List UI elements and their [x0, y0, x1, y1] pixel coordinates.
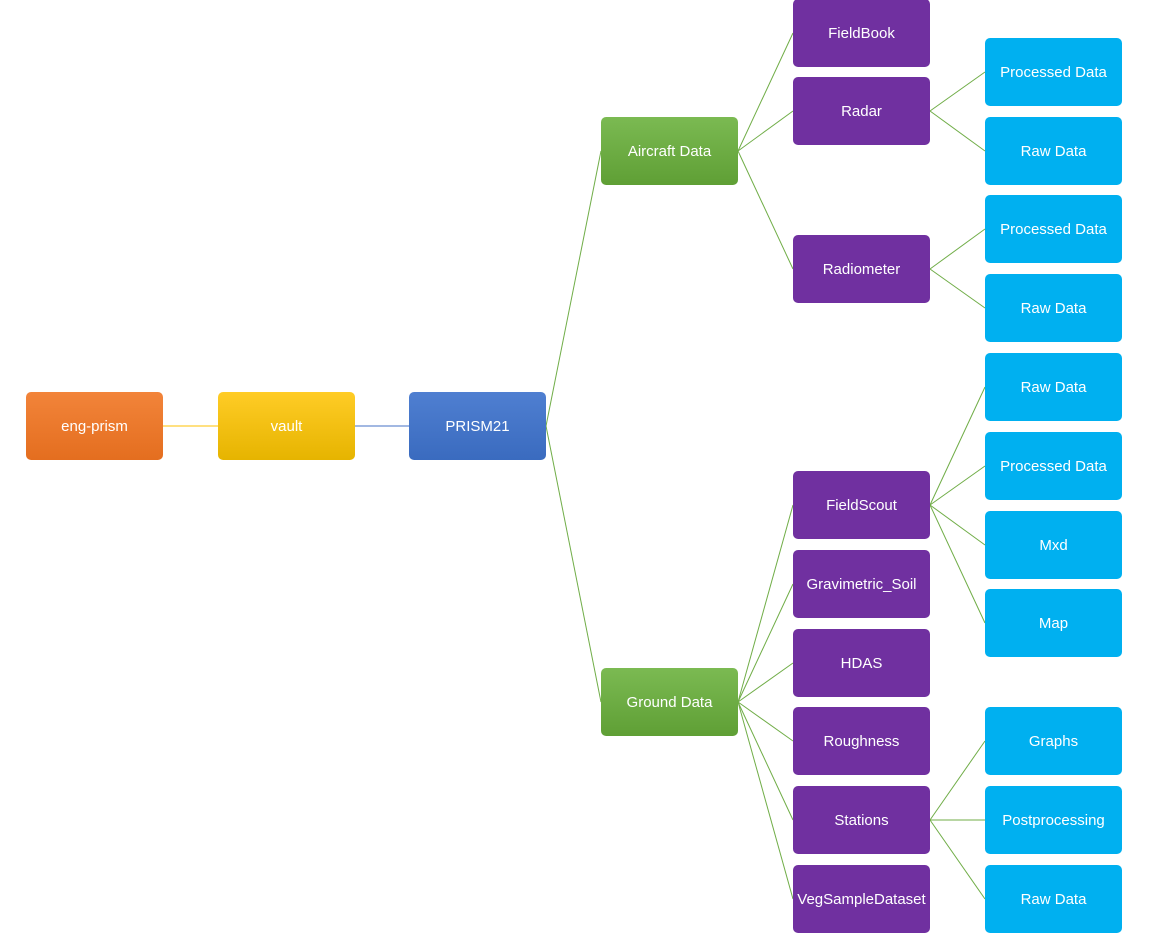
node-roughness[interactable]: Roughness	[793, 707, 930, 775]
edge-ground-gravimetric	[737, 583, 794, 703]
node-radiometer[interactable]: Radiometer	[793, 235, 930, 303]
edge-aircraft-radiometer	[737, 150, 794, 270]
node-radiometer-raw-data[interactable]: Raw Data	[985, 274, 1122, 342]
node-stations-raw-data[interactable]: Raw Data	[985, 865, 1122, 933]
node-stations-graphs[interactable]: Graphs	[985, 707, 1122, 775]
node-stations-postprocessing[interactable]: Postprocessing	[985, 786, 1122, 854]
edge-radiometer-processed	[929, 228, 986, 270]
node-gravimetric-soil[interactable]: Gravimetric_Soil	[793, 550, 930, 618]
edge-prism21-ground	[545, 425, 602, 703]
node-prism21[interactable]: PRISM21	[409, 392, 546, 460]
edge-stations-raw	[929, 819, 986, 900]
node-fieldscout-map[interactable]: Map	[985, 589, 1122, 657]
edge-radar-raw	[929, 110, 986, 152]
node-eng-prism[interactable]: eng-prism	[26, 392, 163, 460]
edge-ground-roughness	[737, 701, 794, 742]
edge-radiometer-raw	[929, 268, 986, 309]
node-fieldbook[interactable]: FieldBook	[793, 0, 930, 67]
node-fieldscout-mxd[interactable]: Mxd	[985, 511, 1122, 579]
edge-fieldscout-raw	[929, 386, 986, 506]
edge-prism21-aircraft	[545, 150, 602, 427]
edge-stations-graphs	[929, 740, 986, 821]
node-radar-processed-data[interactable]: Processed Data	[985, 38, 1122, 106]
node-ground-data[interactable]: Ground Data	[601, 668, 738, 736]
node-aircraft-data[interactable]: Aircraft Data	[601, 117, 738, 185]
edge-ground-stations	[737, 701, 794, 821]
node-fieldscout[interactable]: FieldScout	[793, 471, 930, 539]
edge-ground-vegsample	[737, 701, 794, 900]
node-radar-raw-data[interactable]: Raw Data	[985, 117, 1122, 185]
edge-fieldscout-mxd	[929, 504, 986, 546]
node-vegsampledataset[interactable]: VegSampleDataset	[793, 865, 930, 933]
edge-fieldscout-map	[929, 504, 986, 624]
node-fieldscout-raw-data[interactable]: Raw Data	[985, 353, 1122, 421]
node-stations[interactable]: Stations	[793, 786, 930, 854]
edge-radar-processed	[929, 71, 986, 112]
node-hdas[interactable]: HDAS	[793, 629, 930, 697]
edge-fieldscout-processed	[929, 465, 986, 506]
node-fieldscout-processed-data[interactable]: Processed Data	[985, 432, 1122, 500]
edge-ground-fieldscout	[737, 504, 794, 703]
node-radar[interactable]: Radar	[793, 77, 930, 145]
node-radiometer-processed-data[interactable]: Processed Data	[985, 195, 1122, 263]
edge-aircraft-fieldbook	[737, 32, 794, 152]
edge-ground-hdas	[737, 662, 794, 703]
node-vault[interactable]: vault	[218, 392, 355, 460]
edge-aircraft-radar	[737, 110, 794, 152]
